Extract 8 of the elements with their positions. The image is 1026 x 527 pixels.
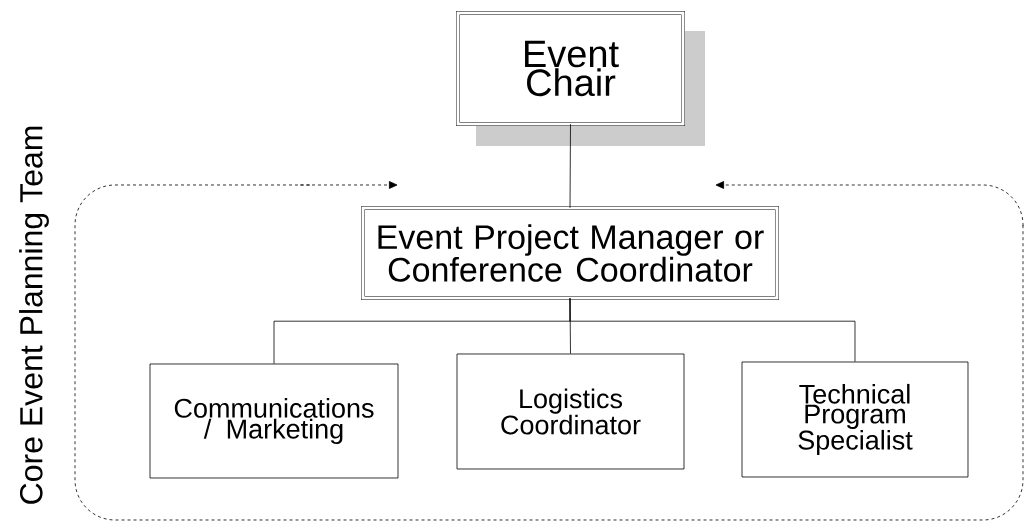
position-box: Technical Program Specialist xyxy=(741,361,969,478)
position-box: Logistics Coordinator xyxy=(456,353,685,470)
node-label: Core Event Planning Team xyxy=(19,126,49,504)
position-box: Event Project Manager or Conference Coordinator xyxy=(361,206,779,300)
position-box: Communications / Marketing xyxy=(149,363,399,479)
connector-line xyxy=(569,123,571,209)
position-box: Event Chair xyxy=(456,11,685,126)
connector-line xyxy=(569,297,856,362)
